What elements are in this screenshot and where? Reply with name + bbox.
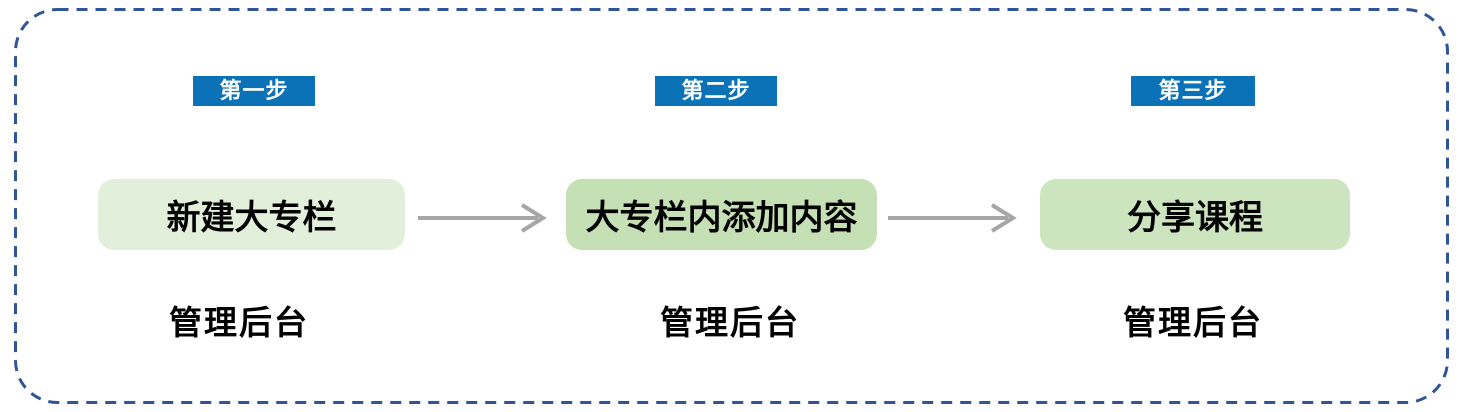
flow-arrow-1-icon [418, 203, 547, 233]
step2-platform-label: 管理后台 [660, 304, 800, 341]
step1-box: 新建大专栏 [98, 179, 405, 250]
step2-badge: 第二步 [655, 76, 777, 106]
step3-badge: 第三步 [1131, 76, 1255, 106]
step3-platform-label: 管理后台 [1123, 304, 1263, 341]
flow-arrow-2-icon [888, 203, 1017, 233]
step3-box: 分享课程 [1040, 179, 1350, 250]
step1-badge: 第一步 [193, 76, 315, 106]
step2-box: 大专栏内添加内容 [566, 179, 877, 250]
step1-platform-label: 管理后台 [169, 304, 309, 341]
